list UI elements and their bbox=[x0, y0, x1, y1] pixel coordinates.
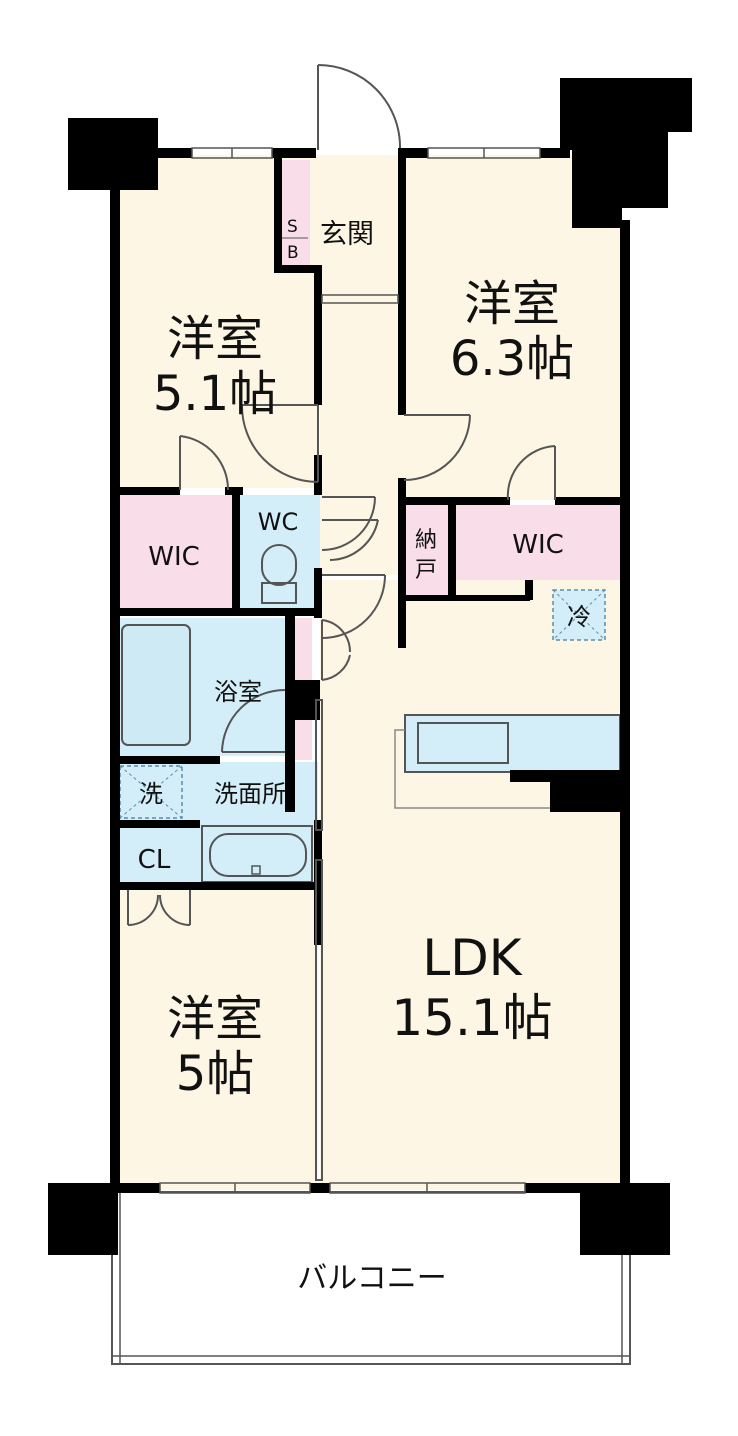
shoe-box-label-b: B bbox=[287, 243, 299, 263]
bedroom-lower-left-label: 洋室 bbox=[167, 991, 263, 1047]
storage-label-1: 納 bbox=[415, 528, 437, 553]
bathroom-label: 浴室 bbox=[214, 678, 262, 706]
washroom-label: 洗面所 bbox=[214, 780, 286, 808]
bedroom-upper-right-label: 洋室 bbox=[464, 276, 560, 332]
hallway-floor bbox=[320, 295, 400, 575]
balcony-label: バルコニー bbox=[297, 1261, 446, 1296]
ldk-label: LDK bbox=[422, 929, 522, 987]
pipe-space-1 bbox=[292, 618, 312, 683]
shoe-box-floor bbox=[282, 160, 310, 270]
wic-left-label: WIC bbox=[148, 542, 200, 572]
wic-right-floor bbox=[455, 505, 620, 580]
bedroom-upper-left-label: 洋室 bbox=[167, 311, 263, 367]
bedroom-upper-left-size: 5.1帖 bbox=[153, 366, 277, 422]
toilet-label: WC bbox=[258, 508, 299, 536]
wic-left-floor bbox=[118, 495, 233, 610]
ldk-size: 15.1帖 bbox=[391, 989, 552, 1047]
toilet-bowl bbox=[261, 544, 297, 586]
storage-label-2: 戸 bbox=[415, 558, 437, 583]
pipe-space-2 bbox=[292, 720, 312, 760]
bathtub bbox=[121, 624, 191, 746]
wic-right-label: WIC bbox=[512, 530, 564, 560]
toilet-floor bbox=[238, 495, 320, 610]
washer-space bbox=[119, 765, 183, 819]
bedroom-upper-right-size: 6.3帖 bbox=[450, 331, 574, 387]
kitchen-sink bbox=[417, 722, 509, 764]
fridge-label: 冷 bbox=[567, 603, 591, 631]
walls bbox=[48, 78, 692, 1255]
closet-label: CL bbox=[138, 845, 171, 875]
windows bbox=[159, 147, 541, 1194]
bedroom-lower-left-size: 5帖 bbox=[176, 1046, 255, 1102]
entrance-label: 玄関 bbox=[320, 219, 374, 250]
storage-floor bbox=[405, 505, 450, 595]
bedroom-lower-left-floor bbox=[118, 885, 318, 1190]
washer-label: 洗 bbox=[139, 780, 163, 808]
ldk-floor bbox=[320, 580, 622, 1190]
balcony-area bbox=[111, 1191, 631, 1365]
shoe-box-label-s: S bbox=[287, 217, 298, 237]
doors bbox=[127, 64, 556, 1181]
